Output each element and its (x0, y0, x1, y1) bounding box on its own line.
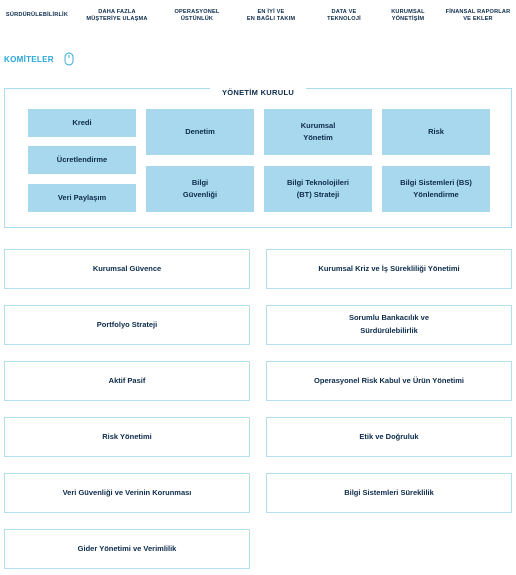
committee-card-risk-yonetimi[interactable]: Risk Yönetimi (4, 417, 250, 457)
committee-tile-risk[interactable]: Risk (382, 109, 490, 155)
committee-card-bilgi-sistemleri-sureklilik[interactable]: Bilgi Sistemleri Süreklilik (266, 473, 512, 513)
committee-tile-bs-yonlendirme[interactable]: Bilgi Sistemleri (BS) Yönlendirme (382, 166, 490, 212)
top-navigation: SÜRDÜRÜLEBİLİRLİK DAHA FAZLA MÜŞTERİYE U… (0, 0, 516, 36)
committee-card-etik-ve-dogruluk[interactable]: Etik ve Doğruluk (266, 417, 512, 457)
board-title-wrap: YÖNETİM KURULU (210, 82, 306, 97)
board-title: YÖNETİM KURULU (221, 88, 295, 97)
section-title: KOMİTELER (4, 55, 54, 64)
committee-tile-denetim[interactable]: Denetim (146, 109, 254, 155)
committee-card-kurumsal-guvence[interactable]: Kurumsal Güvence (4, 249, 250, 289)
nav-item-daha-fazla-musteriye-ulasma[interactable]: DAHA FAZLA MÜŞTERİYE ULAŞMA (86, 9, 148, 23)
committee-card-kriz-ve-is-surekliligi[interactable]: Kurumsal Kriz ve İş Sürekliliği Yönetimi (266, 249, 512, 289)
committee-tile-kredi[interactable]: Kredi (28, 109, 136, 137)
nav-item-finansal-raporlar-ve-ekler[interactable]: FİNANSAL RAPORLAR VE EKLER (445, 9, 511, 23)
nav-item-en-iyi-ve-en-bagli-takim[interactable]: EN İYİ VE EN BAĞLI TAKIM (246, 9, 296, 23)
nav-item-surdurulebilirlik[interactable]: SÜRDÜRÜLEBİLİRLİK (5, 12, 69, 18)
mouse-scroll-icon (64, 52, 74, 66)
committee-tile-kurumsal-yonetim[interactable]: Kurumsal Yönetim (264, 109, 372, 155)
nav-item-operasyonel-ustunluk[interactable]: OPERASYONEL ÜSTÜNLÜK (174, 9, 220, 23)
committee-tile-veri-paylasim[interactable]: Veri Paylaşım (28, 184, 136, 212)
committee-card-aktif-pasif[interactable]: Aktif Pasif (4, 361, 250, 401)
committee-card-sorumlu-bankacilik[interactable]: Sorumlu Bankacılık ve Sürdürülebilirlik (266, 305, 512, 345)
committee-card-veri-guvenligi[interactable]: Veri Güvenliği ve Verinin Korunması (4, 473, 250, 513)
committee-tile-bilgi-guvenligi[interactable]: Bilgi Güvenliği (146, 166, 254, 212)
committee-card-gider-yonetimi[interactable]: Gider Yönetimi ve Verimlilik (4, 529, 250, 569)
committee-tile-ucretlendirme[interactable]: Ücretlendirme (28, 146, 136, 174)
committee-tile-bt-strateji[interactable]: Bilgi Teknolojileri (BT) Strateji (264, 166, 372, 212)
committee-card-operasyonel-risk-kabul[interactable]: Operasyonel Risk Kabul ve Ürün Yönetimi (266, 361, 512, 401)
committee-card-portfolyo-strateji[interactable]: Portfolyo Strateji (4, 305, 250, 345)
nav-item-data-ve-teknoloji[interactable]: DATA VE TEKNOLOJİ (327, 9, 361, 23)
nav-item-kurumsal-yonetisim[interactable]: KURUMSAL YÖNETİŞİM (391, 9, 425, 23)
